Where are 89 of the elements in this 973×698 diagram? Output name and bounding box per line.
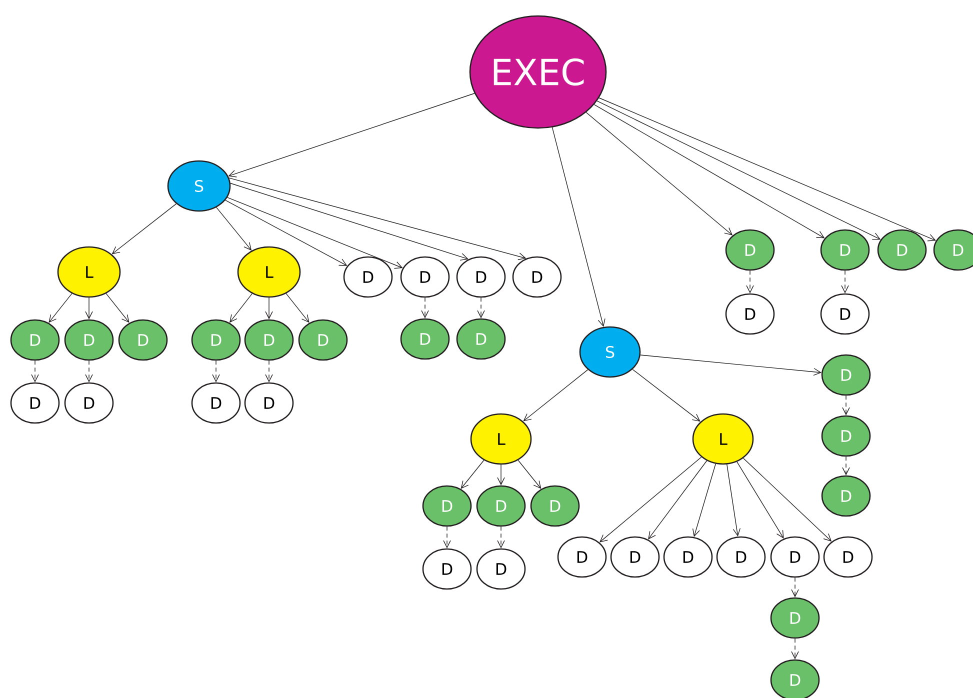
arrow [842, 456, 850, 476]
oval-node: EXEC [469, 15, 607, 129]
oval-node: D [400, 318, 450, 360]
oval-node: D [298, 319, 348, 361]
arrow [552, 127, 606, 327]
arrow [85, 360, 93, 382]
oval-node: S [579, 326, 641, 378]
arrow [841, 270, 849, 294]
arrow [106, 293, 130, 323]
arrow [497, 526, 505, 548]
arrow [460, 460, 484, 489]
oval-node: D [476, 485, 526, 527]
oval-node: D [610, 536, 660, 578]
oval-node: D [343, 256, 393, 298]
arrow [48, 293, 72, 323]
oval-node: D [820, 229, 870, 271]
arrow [477, 297, 485, 318]
oval-node: D [244, 319, 294, 361]
oval-node: D [422, 548, 472, 590]
oval-node: D [770, 536, 820, 578]
oval-node: D [663, 536, 713, 578]
oval-node: S [167, 160, 231, 212]
oval-node: D [456, 318, 506, 360]
arrow [227, 197, 403, 269]
arrow [743, 458, 832, 542]
oval-node: D [64, 319, 114, 361]
arrow [228, 178, 526, 260]
arrow [212, 360, 220, 382]
arrow [225, 200, 348, 266]
arrow [230, 182, 469, 261]
arrow [421, 297, 429, 318]
arrow [286, 293, 310, 323]
arrow [229, 293, 252, 323]
arrow [523, 369, 588, 422]
oval-node: D [725, 229, 775, 271]
oval-node: D [476, 548, 526, 590]
oval-node: D [877, 229, 927, 271]
oval-node: D [823, 536, 873, 578]
arrow [586, 112, 733, 236]
oval-node: L [57, 246, 121, 298]
arrow [518, 460, 542, 489]
arrow [791, 577, 799, 598]
oval-node: L [237, 246, 301, 298]
oval-node: D [118, 319, 168, 361]
arrow [632, 369, 700, 422]
arrow [216, 207, 252, 251]
oval-node: D [422, 485, 472, 527]
oval-node: L [470, 413, 532, 465]
arrow [497, 464, 505, 486]
oval-node: D [10, 382, 60, 424]
arrow [594, 104, 825, 238]
oval-node: D [64, 382, 114, 424]
oval-node: D [10, 319, 60, 361]
arrow [265, 297, 273, 320]
arrow [640, 354, 822, 376]
oval-node: D [716, 536, 766, 578]
arrow [85, 297, 93, 320]
arrow [648, 460, 708, 540]
arrow [443, 526, 451, 548]
arrow [791, 638, 799, 660]
oval-node: D [933, 229, 973, 271]
oval-node: D [191, 382, 241, 424]
arrow [596, 100, 881, 240]
oval-node: D [821, 415, 871, 457]
oval-node: D [770, 597, 820, 639]
oval-node: L [692, 413, 754, 465]
arrow [599, 456, 702, 542]
oval-node: D [557, 536, 607, 578]
oval-node: D [191, 319, 241, 361]
oval-node: D [820, 293, 870, 335]
oval-node: D [400, 256, 450, 298]
oval-node: D [725, 293, 775, 335]
oval-node: D [821, 354, 871, 396]
arrow [842, 395, 850, 416]
arrow [598, 98, 936, 242]
oval-node: D [456, 256, 506, 298]
arrow [746, 270, 754, 294]
oval-node: D [821, 475, 871, 517]
arrow [31, 360, 39, 382]
oval-node: D [244, 382, 294, 424]
arrow [228, 93, 475, 178]
oval-node: D [512, 256, 562, 298]
oval-node: D [530, 485, 580, 527]
arrow [265, 360, 273, 382]
arrow [726, 464, 741, 537]
arrow [692, 464, 716, 537]
arrow [112, 203, 177, 254]
oval-node: D [770, 659, 820, 698]
arrow [736, 462, 784, 539]
